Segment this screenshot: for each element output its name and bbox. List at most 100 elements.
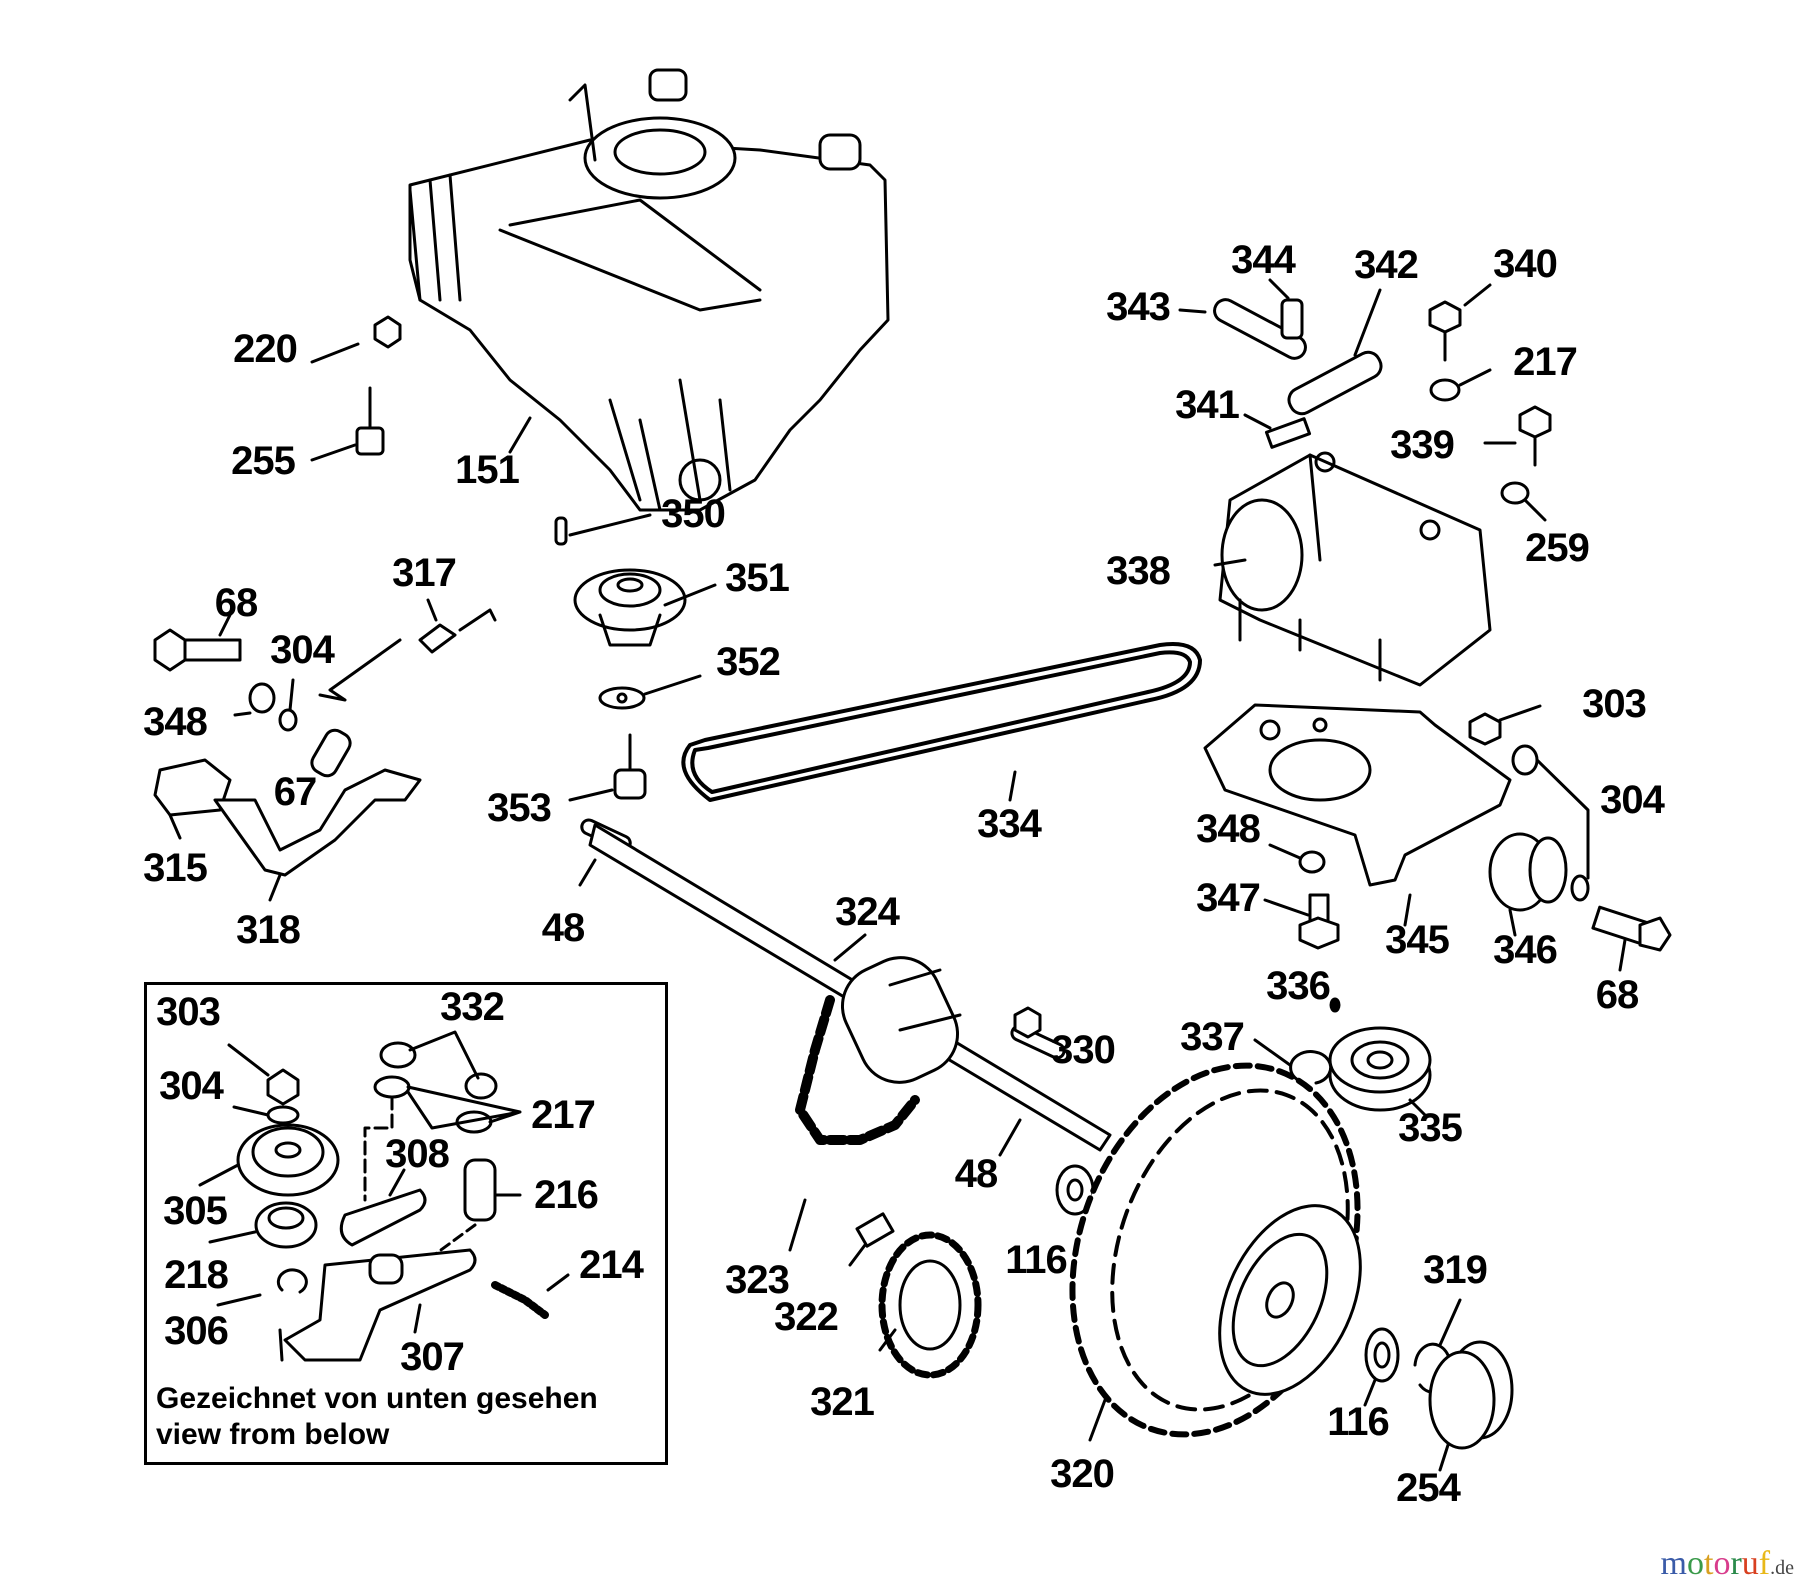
part-label-319: 319 [1423,1248,1488,1292]
bolt-353-shape [613,768,647,800]
part-label-324: 324 [835,890,900,934]
pin-344-shape [1280,298,1304,340]
watermark-letter: f [1758,1545,1771,1582]
washer-217-right-shape [1429,378,1461,402]
plate-342-shape [1287,350,1383,416]
bolt-68-right-shape [1591,905,1672,952]
part-label-68-right: 68 [1595,973,1639,1017]
cap-254-shape [1428,1340,1514,1450]
nut-330-shape [1013,1006,1042,1039]
watermark-letter: r [1730,1545,1742,1582]
bolt-347-shape [1298,893,1340,950]
leader-317 [426,598,438,622]
inset-label-332: 332 [440,985,505,1029]
part-label-342: 342 [1354,243,1419,287]
part-label-320: 320 [1050,1452,1115,1496]
part-label-348-right: 348 [1196,807,1261,851]
part-label-254: 254 [1396,1466,1461,1510]
part-label-352: 352 [716,640,781,684]
part-label-68-left: 68 [214,581,258,625]
part-label-48-right: 48 [954,1152,998,1196]
watermark-letter: o [1713,1545,1731,1582]
part-label-338: 338 [1106,549,1171,593]
part-label-304-right: 304 [1600,778,1665,822]
part-label-345: 345 [1385,918,1450,962]
watermark-letter: u [1741,1545,1759,1582]
shaft-324-shape [588,823,1112,1152]
part-label-341: 341 [1175,383,1240,427]
part-label-315: 315 [143,846,208,890]
leader-68-left [218,613,232,637]
leader-334 [1008,770,1017,802]
inset-view-from-below [144,982,668,1465]
washer-259-shape [1500,481,1530,505]
inset-label-305: 305 [163,1189,228,1233]
leader-151 [508,416,532,454]
watermark-letter: t [1704,1545,1714,1582]
gearbox-338-shape [1218,451,1492,687]
part-label-321: 321 [810,1380,875,1424]
leader-353 [568,788,614,802]
part-label-48-left: 48 [541,906,585,950]
inset-label-308: 308 [385,1132,450,1176]
watermark-suffix: .de [1770,1557,1794,1579]
part-label-217-right: 217 [1513,340,1578,384]
part-label-351: 351 [725,556,790,600]
chain-323-shape [795,995,920,1145]
pin-336-shape [1329,997,1341,1013]
bolt-68-left-shape [153,628,242,672]
part-label-347: 347 [1196,876,1261,920]
spring-317-shape [318,608,497,702]
nut-220-shape [373,315,402,349]
inset-label-218: 218 [164,1253,229,1297]
engine-illustration [408,68,890,512]
washer-304-left-shape [278,708,298,732]
clip-341-shape [1264,417,1312,449]
leader-351 [663,583,717,607]
part-label-353: 353 [487,786,552,830]
link-343-shape [1213,298,1307,360]
part-label-343: 343 [1106,285,1171,329]
inset-caption-german: Gezeichnet von unten gesehen [156,1382,598,1415]
watermark-letter: o [1687,1545,1704,1582]
washer-348-right-shape [1298,850,1326,874]
part-label-340: 340 [1493,242,1558,286]
leader-255 [310,443,357,462]
nut-303-right-shape [1468,712,1502,746]
inset-label-214: 214 [579,1243,644,1287]
leader-220 [310,342,360,364]
part-label-259: 259 [1525,526,1590,570]
pulley-351-shape [573,568,687,647]
washer-304-right-shape [1511,744,1539,776]
part-label-303-right: 303 [1582,682,1647,726]
part-label-116-right: 116 [1327,1400,1390,1444]
part-label-348-left: 348 [143,700,208,744]
sleeve-67-shape [310,728,352,778]
pedal-315-shape [153,758,232,817]
inset-label-307: 307 [400,1335,465,1379]
part-label-220: 220 [233,327,298,371]
ring-337-shape [1289,1050,1333,1085]
watermark-letter: m [1660,1545,1687,1582]
inset-caption-english: view from below [156,1418,390,1451]
part-label-337: 337 [1180,1015,1245,1059]
part-label-318: 318 [236,908,301,952]
key-350-shape [554,516,568,546]
part-label-330: 330 [1051,1028,1116,1072]
part-label-334: 334 [977,802,1042,846]
inset-artwork [198,1030,570,1362]
part-label-323: 323 [725,1258,790,1302]
inset-label-304: 304 [159,1064,224,1108]
bolt-340-shape [1428,300,1462,334]
bracket-345-shape [1203,703,1512,887]
inset-label-303: 303 [156,990,221,1034]
pulley-335-shape [1328,1026,1432,1112]
bolt-255-shape [355,386,385,456]
part-label-304-left: 304 [270,628,335,672]
part-label-346: 346 [1493,928,1558,972]
wheel-320-shape [1069,1062,1362,1438]
bolt-339-shape [1518,405,1552,439]
washer-352-shape [598,686,646,710]
